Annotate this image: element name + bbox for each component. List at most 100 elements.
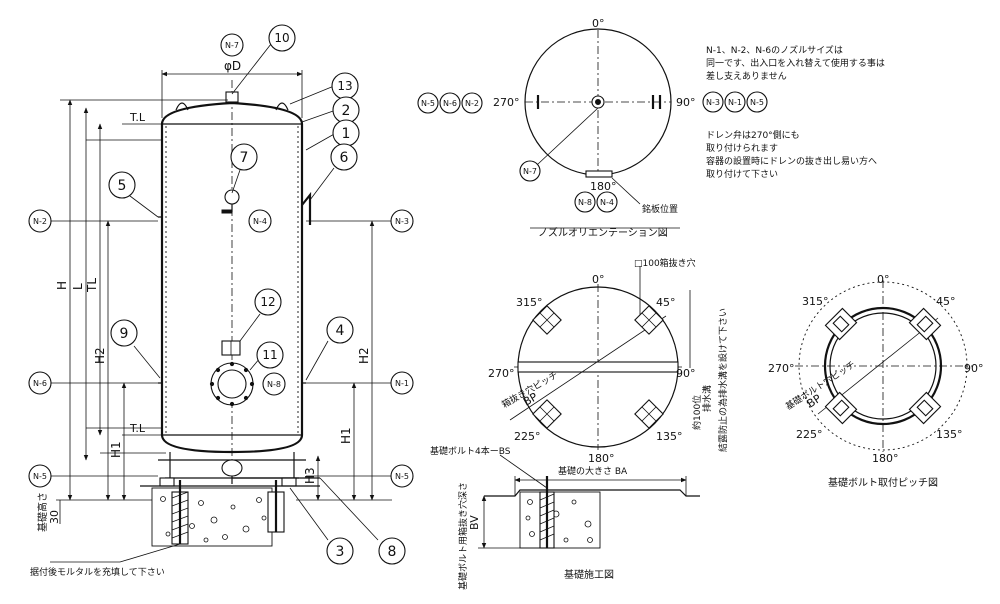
pocket-depth-bv: BV <box>468 515 481 530</box>
drain-note: 結露防止の為排水溝を設けて下さい <box>717 308 729 452</box>
foundation-size-label: 基礎の大きさ BA <box>558 465 628 477</box>
svg-text:12: 12 <box>260 295 275 309</box>
orient-n2-tag: N-2 <box>461 92 483 114</box>
mortar-note: 据付後モルタルを充填して下さい <box>30 566 165 578</box>
svg-text:10: 10 <box>274 31 289 45</box>
bp-225: 225° <box>796 428 823 441</box>
fp-90: 90° <box>676 367 696 380</box>
orient-90: 90° <box>676 96 696 109</box>
part-balloon-11: 11 <box>256 341 284 369</box>
orient-0: 0° <box>592 17 605 30</box>
svg-text:N-8: N-8 <box>578 198 592 207</box>
orient-n3-tag: N-3 <box>702 91 724 113</box>
orient-note2-line4: 取り付けて下さい <box>706 169 778 180</box>
pocket-315 <box>532 305 562 335</box>
orient-note2-line3: 容器の設置時にドレンの抜き出し易い方へ <box>706 155 877 167</box>
od-label: φD <box>224 59 241 73</box>
part-balloon-4: 4 <box>326 316 354 344</box>
svg-text:N-1: N-1 <box>395 379 409 388</box>
orient-n5r-tag: N-5 <box>746 91 768 113</box>
fp-135: 135° <box>656 430 683 443</box>
svg-text:N-2: N-2 <box>33 217 47 226</box>
orientation-view <box>524 28 680 229</box>
foundation-section-labels: 基礎ボルト4本ーBS 基礎の大きさ BA 基礎ボルト用箱抜き穴深さ BV 基礎施… <box>430 445 628 590</box>
foundation-section-caption: 基礎施工図 <box>564 568 614 581</box>
part-balloon-2: 2 <box>332 96 360 124</box>
part-balloon-10: 10 <box>268 24 296 52</box>
orient-note2-line2: 取り付けられます <box>706 143 778 154</box>
bp-180: 180° <box>872 452 899 465</box>
nozzle-tags: N-7 N-2 N-3 N-4 N-6 N-8 N-1 N-5 N-5 <box>28 33 414 488</box>
pocket-45 <box>634 305 664 335</box>
svg-text:N-7: N-7 <box>225 41 239 50</box>
h2-right-label: H2 <box>357 347 371 364</box>
pocket-depth-label: 基礎ボルト用箱抜き穴深さ <box>457 482 469 590</box>
fp-45: 45° <box>656 296 676 309</box>
orient-n5-tag: N-5 <box>417 92 439 114</box>
svg-text:N-3: N-3 <box>395 217 409 226</box>
nozzle-tag-n2: N-2 <box>28 209 52 233</box>
bp-0: 0° <box>877 273 890 286</box>
pocket-135 <box>634 399 664 429</box>
h2-left-label: H2 <box>93 347 107 364</box>
elevation-labels: φD H L TL H2 H1 H2 H1 H3 T.L T.L 基礎高さ 30… <box>30 59 371 578</box>
bp-90: 90° <box>964 362 984 375</box>
h3-label: H3 <box>303 467 317 484</box>
svg-text:N-5: N-5 <box>33 472 47 481</box>
nozzle-tag-n8: N-8 <box>262 372 286 396</box>
bolt-pitch-labels: 0° 45° 90° 135° 180° 225° 270° 315° 基礎ボル… <box>768 273 984 489</box>
part-balloon-8: 8 <box>378 537 406 565</box>
orient-note1-line2: 同一です、出入口を入れ替えて使用する事は <box>706 57 885 69</box>
bolt-pitch-caption: 基礎ボルト取付ピッチ図 <box>828 476 938 489</box>
nameplate-position: 銘板位置 <box>642 203 678 215</box>
pocket-pitch-bp: BP <box>521 390 540 409</box>
svg-text:N-6: N-6 <box>443 99 457 108</box>
bolt-lug-315 <box>824 307 858 341</box>
drain-label: 排水溝 <box>701 385 713 412</box>
svg-text:11: 11 <box>262 348 277 362</box>
anchor-bolt-label: 基礎ボルト4本ーBS <box>430 445 511 457</box>
h1-left-label: H1 <box>109 441 123 458</box>
fp-315: 315° <box>516 296 543 309</box>
svg-text:2: 2 <box>342 103 351 119</box>
foundation-plan-view <box>509 266 691 450</box>
orient-180: 180° <box>590 180 617 193</box>
svg-text:N-5: N-5 <box>750 98 764 107</box>
orient-n6-tag: N-6 <box>439 92 461 114</box>
part-balloon-13: 13 <box>331 72 359 100</box>
tl-top-label: T.L <box>129 111 146 124</box>
svg-text:N-8: N-8 <box>267 380 281 389</box>
svg-text:N-3: N-3 <box>706 98 720 107</box>
pocket-size-label: □100箱抜き穴 <box>634 257 696 269</box>
part-balloon-5: 5 <box>108 171 136 199</box>
svg-text:6: 6 <box>340 150 349 166</box>
bolt-pitch-view <box>795 280 972 452</box>
svg-text:5: 5 <box>118 178 127 194</box>
nozzle-tag-n5-left: N-5 <box>28 464 52 488</box>
part-balloon-9: 9 <box>110 319 138 347</box>
fp-180: 180° <box>588 452 615 465</box>
pocket-225 <box>532 399 562 429</box>
h1-right-label: H1 <box>339 427 353 444</box>
svg-text:4: 4 <box>336 323 345 339</box>
orientation-caption: ノズルオリエンテーション図 <box>538 226 668 239</box>
nozzle-tag-n4: N-4 <box>248 209 272 233</box>
fp-0: 0° <box>592 273 605 286</box>
orient-n7-tag: N-7 <box>519 160 541 182</box>
nozzle-tag-n1: N-1 <box>390 371 414 395</box>
svg-text:8: 8 <box>388 544 397 560</box>
nozzle-tag-n7: N-7 <box>220 33 244 57</box>
svg-text:9: 9 <box>120 326 129 342</box>
l-label: L <box>71 283 85 290</box>
base-height-label: 基礎高さ <box>36 492 49 532</box>
svg-text:N-7: N-7 <box>523 167 537 176</box>
elevation-view <box>40 43 392 563</box>
drain-width-label: 約100位 <box>691 395 703 430</box>
fp-270: 270° <box>488 367 515 380</box>
bp-45: 45° <box>936 295 956 308</box>
part-balloons: 10 13 2 1 6 7 5 12 9 4 11 3 8 <box>108 24 406 565</box>
orient-note2-line1: ドレン弁は270°側にも <box>706 129 800 141</box>
orient-n4-tag: N-4 <box>596 191 618 213</box>
part-balloon-6: 6 <box>330 143 358 171</box>
nozzle-tag-n3: N-3 <box>390 209 414 233</box>
